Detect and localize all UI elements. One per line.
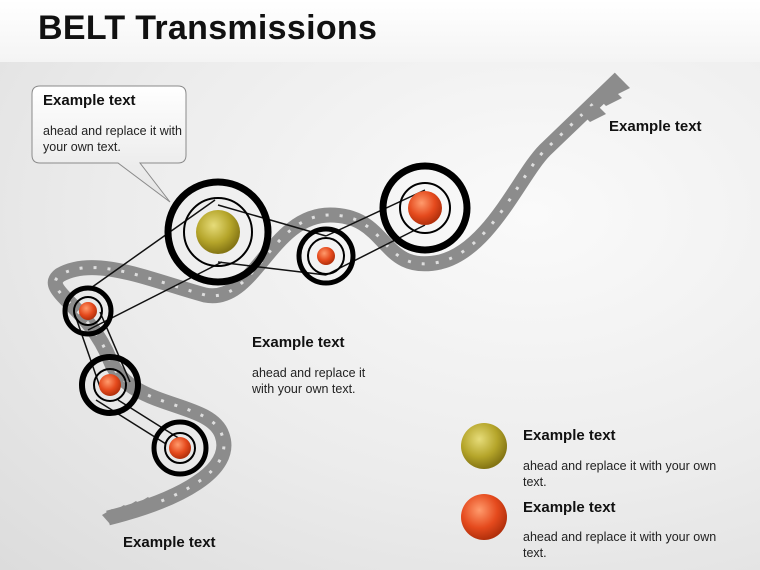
red-hub xyxy=(169,437,191,459)
callout-body: ahead and replace it with your own text. xyxy=(43,124,182,154)
legend-item-2-title: Example text xyxy=(523,499,616,516)
red-hub xyxy=(317,247,335,265)
callout-bubble xyxy=(31,85,187,203)
pulley-middle-red xyxy=(296,226,356,286)
middle-body: ahead and replace it with your own text. xyxy=(252,366,366,396)
pulley-bottom-red xyxy=(151,419,209,477)
page-title: BELT Transmissions xyxy=(38,9,378,47)
belt-road xyxy=(47,72,626,526)
red-hub xyxy=(408,191,442,225)
olive-hub xyxy=(196,210,240,254)
red-hub xyxy=(79,302,97,320)
pulley-mid-left-red xyxy=(79,354,141,416)
legend-item-1-body: ahead and replace it with your own text. xyxy=(523,459,717,489)
red-hub xyxy=(99,374,121,396)
pulley-large-olive xyxy=(164,178,272,286)
pulley-left-red xyxy=(62,285,114,337)
header-bar: BELT Transmissions xyxy=(0,0,760,62)
legend-item-1-title: Example text xyxy=(523,427,616,444)
head-arrows xyxy=(580,78,630,122)
legend-dot-red xyxy=(461,494,507,540)
bottom-label: Example text xyxy=(123,534,216,551)
pulley-top-red xyxy=(379,162,471,254)
legend-dot-olive xyxy=(461,423,507,469)
top-right-label: Example text xyxy=(609,118,702,135)
legend-item-2-body: ahead and replace it with your own text. xyxy=(523,530,717,560)
tail-chevrons xyxy=(102,497,156,524)
middle-title: Example text xyxy=(252,334,345,351)
callout-title: Example text xyxy=(43,92,136,109)
